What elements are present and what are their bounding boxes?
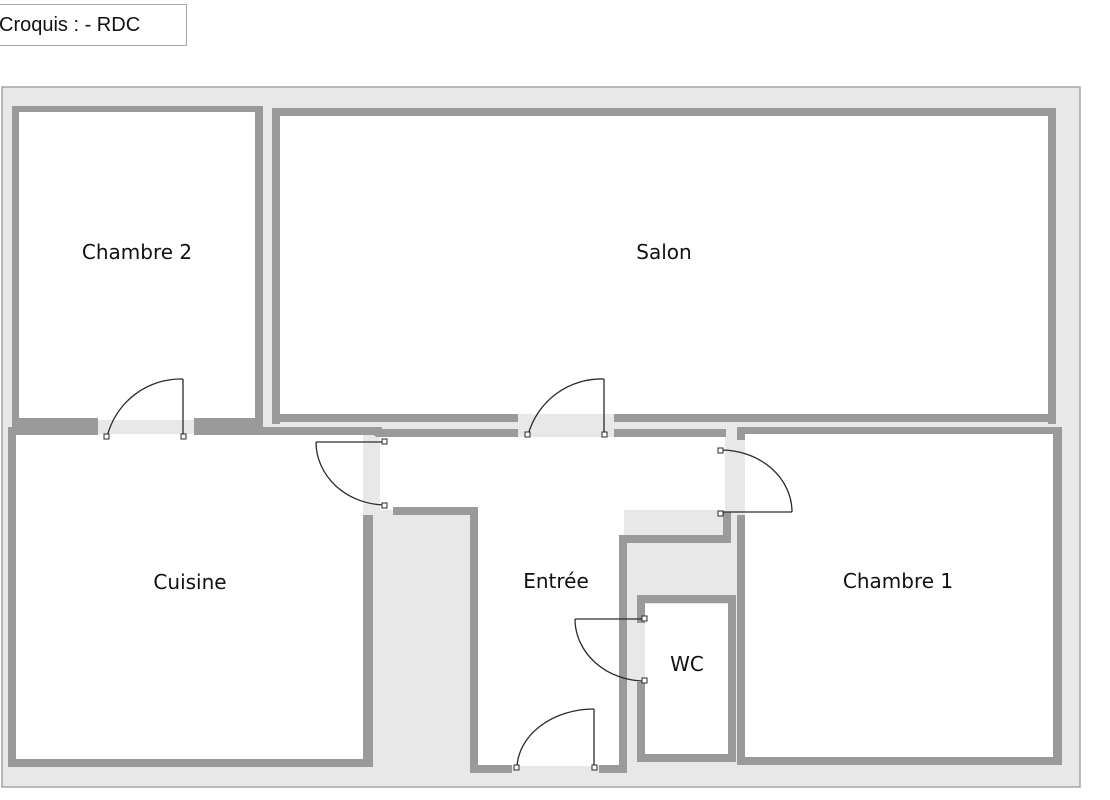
- door-wc: [574, 615, 648, 684]
- room-chambre2: [18, 112, 259, 420]
- room-corridor: [380, 437, 725, 510]
- door-salon: [524, 378, 608, 438]
- room-wc: [645, 604, 730, 754]
- label-salon: Salon: [636, 240, 691, 264]
- plan-caption: Croquis : - RDC: [0, 4, 187, 46]
- label-chambre2: Chambre 2: [82, 240, 192, 264]
- room-salon: [280, 116, 1048, 414]
- room-chambre1: [745, 433, 1053, 757]
- door-entree-main: [513, 708, 598, 771]
- door-chambre2: [103, 378, 187, 440]
- label-entree: Entrée: [523, 569, 589, 593]
- walls: [8, 106, 1062, 773]
- room-entree: [478, 510, 624, 766]
- label-wc: WC: [670, 652, 704, 676]
- label-chambre1: Chambre 1: [843, 569, 953, 593]
- room-cuisine: [14, 434, 363, 760]
- door-cuisine: [315, 438, 388, 509]
- door-chambre1: [717, 447, 793, 517]
- plan-caption-text: Croquis : - RDC: [0, 13, 141, 36]
- label-cuisine: Cuisine: [153, 570, 226, 594]
